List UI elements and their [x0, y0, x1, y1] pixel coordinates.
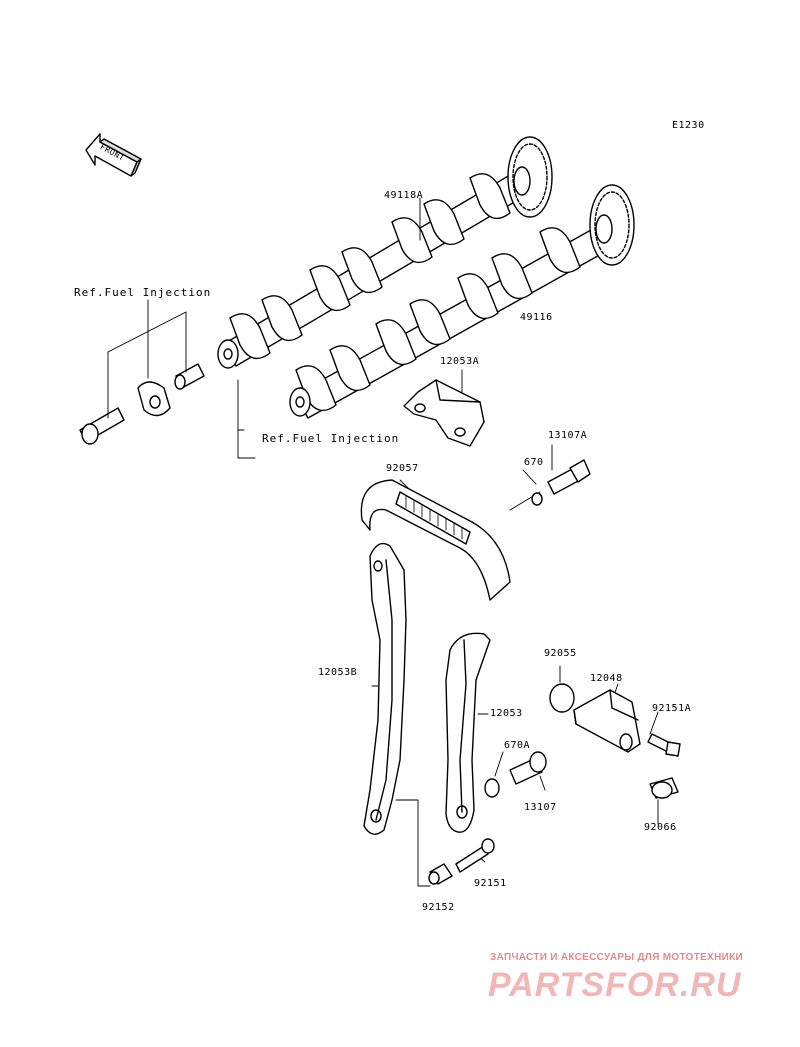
cam-chain-92057	[360, 479, 511, 601]
label-49116: 49116	[520, 312, 553, 323]
label-12048: 12048	[590, 673, 623, 684]
bolt-92151	[455, 838, 495, 873]
chain-guide-12053B	[363, 542, 407, 835]
chain-guide-12053	[445, 632, 491, 833]
chain-guide-12053A	[403, 379, 485, 447]
ref-fuel-injection-lower: Ref.Fuel Injection	[262, 432, 400, 445]
tensioner-12048	[573, 689, 641, 753]
label-92151: 92151	[474, 878, 507, 889]
front-arrow-icon	[85, 133, 142, 177]
washer-670A	[484, 778, 500, 798]
label-49118A: 49118A	[384, 190, 424, 201]
label-670: 670	[524, 457, 544, 468]
label-12053: 12053	[490, 708, 523, 719]
camshaft-49116	[289, 184, 635, 419]
label-13107: 13107	[524, 802, 557, 813]
label-92055: 92055	[544, 648, 577, 659]
fuel-injection-ref-parts	[79, 363, 205, 445]
watermark-tagline: ЗАПЧАСТИ И АКСЕССУАРЫ ДЛЯ МОТОТЕХНИКИ	[490, 952, 743, 963]
bolt-13107A	[531, 459, 591, 506]
ref-fuel-injection-upper: Ref.Fuel Injection	[74, 286, 212, 299]
camshaft-49118A	[217, 136, 553, 369]
label-670A: 670A	[504, 740, 531, 751]
bolt-13107	[509, 751, 547, 785]
label-13107A: 13107A	[548, 430, 588, 441]
label-92066: 92066	[644, 822, 677, 833]
bolt-92151A	[647, 733, 681, 757]
collar-92152	[428, 863, 453, 885]
label-12053A: 12053A	[440, 356, 480, 367]
label-12053B: 12053B	[318, 667, 358, 678]
o-ring-92055	[549, 683, 575, 713]
label-92152: 92152	[422, 902, 455, 913]
label-92151A: 92151A	[652, 703, 692, 714]
label-92057: 92057	[386, 463, 419, 474]
plug-92066	[649, 777, 679, 799]
diagram-code: E1230	[672, 120, 705, 131]
watermark-logo: PARTSFOR.RU	[488, 966, 742, 1004]
